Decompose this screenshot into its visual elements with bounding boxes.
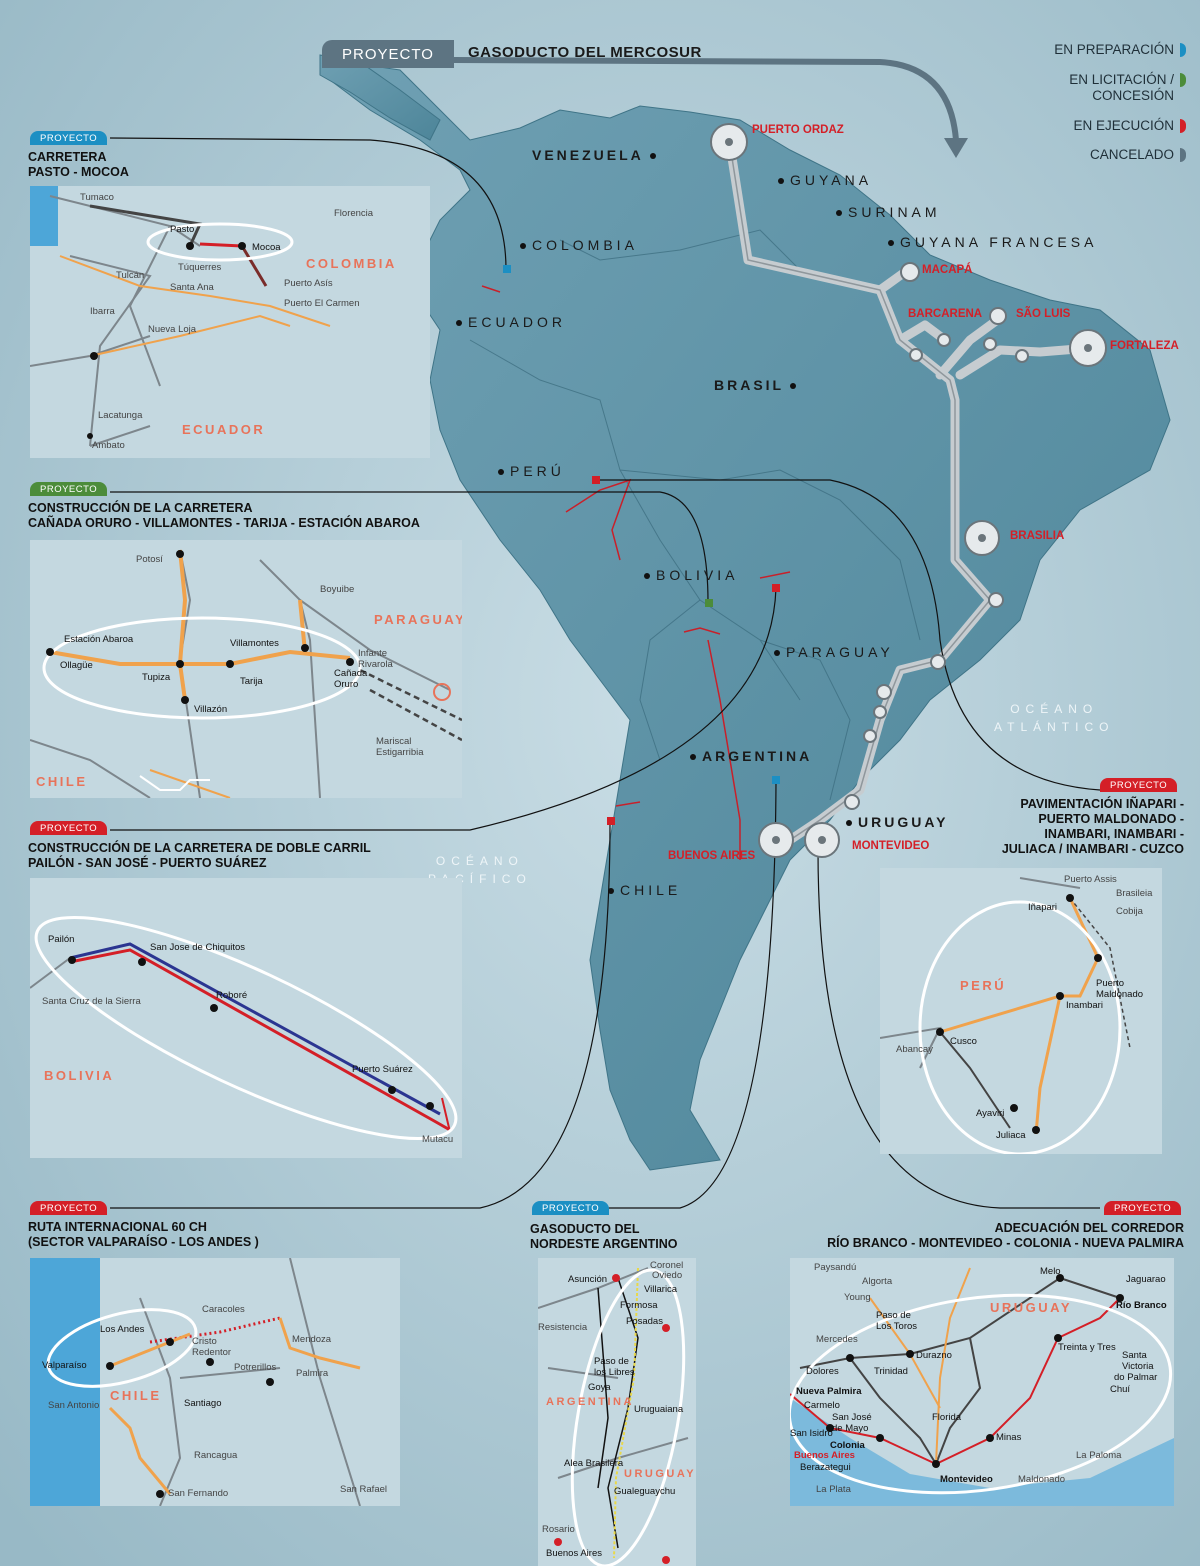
red-flag-icon [1180,119,1186,134]
legend-en-preparacion: EN PREPARACIÓN [1054,42,1186,58]
country-colombia: COLOMBIA [514,237,638,253]
tag-proyecto-pasto: PROYECTO [30,131,108,145]
city-barcarena: BARCARENA [908,308,983,320]
title-inapari: PAVIMENTACIÓN IÑAPARI -PUERTO MALDONADO … [1001,797,1184,856]
gray-flag-icon [1180,148,1186,163]
legend-en-ejecucion: EN EJECUCIÓN [1073,118,1186,134]
country-venezuela: VENEZUELA [532,147,662,163]
inset-map-inapari: Puerto Assis Brasileia Cobija Iñapari Pu… [880,868,1162,1154]
header-tab: PROYECTO [322,40,454,68]
country-ecuador: ECUADOR [450,314,566,330]
title-pailon: CONSTRUCCIÓN DE LA CARRETERA DE DOBLE CA… [28,841,371,870]
country-bolivia: BOLIVIA [638,567,738,583]
blue-flag-icon [1180,43,1186,58]
tag-proyecto-inapari: PROYECTO [1100,778,1178,792]
country-paraguay: PARAGUAY [768,644,894,660]
tag-proyecto-oruro: PROYECTO [30,482,108,496]
legend-cancelado: CANCELADO [1090,147,1186,163]
city-puerto-ordaz: PUERTO ORDAZ [752,124,844,136]
tag-proyecto-rio-branco: PROYECTO [1104,1201,1182,1215]
country-peru: PERÚ [492,463,565,479]
city-fortaleza: FORTALEZA [1110,340,1179,352]
pipeline-stations [710,123,1107,858]
inset-map-oruro: Potosí Boyuibe Estación Abaroa Ollagüe V… [30,540,462,798]
green-flag-icon [1180,73,1186,88]
inset-map-valparaiso: Caracoles Los Andes Cristo Redentor Mend… [30,1258,400,1506]
city-macapa: MACAPÁ [922,264,973,276]
tag-proyecto-pailon: PROYECTO [30,821,108,835]
inset-map-gasoducto-ne: Coronel Oviedo Asunción Villarica Formos… [538,1258,696,1566]
inset-map-rio-branco: Paysandú Algorta Young Melo Jaguarao Río… [790,1258,1174,1506]
city-buenos-aires: BUENOS AIRES [668,850,756,862]
country-guyana-francesa: GUYANA FRANCESA [882,234,1097,250]
country-uruguay: URUGUAY [840,814,949,830]
south-america-landmass [329,59,1171,1171]
header-title: GASODUCTO DEL MERCOSUR [468,44,702,61]
country-chile: CHILE [602,882,681,898]
title-valparaiso: RUTA INTERNACIONAL 60 CH(SECTOR VALPARAÍ… [28,1220,259,1249]
inset-map-pasto: Tumaco Florencia Pasto Mocoa Túquerres T… [30,186,430,458]
country-surinam: SURINAM [830,204,941,220]
country-brasil: BRASIL [714,377,802,393]
legend-en-licitacion: EN LICITACIÓN / CONCESIÓN [1069,72,1186,104]
country-argentina: ARGENTINA [684,748,812,764]
tag-proyecto-gasoducto-ne: PROYECTO [532,1201,610,1215]
city-sao-luis: SÃO LUIS [1016,308,1071,320]
city-brasilia: BRASILIA [1010,530,1065,542]
city-montevideo: MONTEVIDEO [852,840,930,852]
tag-proyecto-valparaiso: PROYECTO [30,1201,108,1215]
country-guyana: GUYANA [772,172,872,188]
inset-map-pailon: Pailón San Jose de Chiquitos Santa Cruz … [30,878,462,1158]
legend-label: EN PREPARACIÓN [1054,42,1174,57]
